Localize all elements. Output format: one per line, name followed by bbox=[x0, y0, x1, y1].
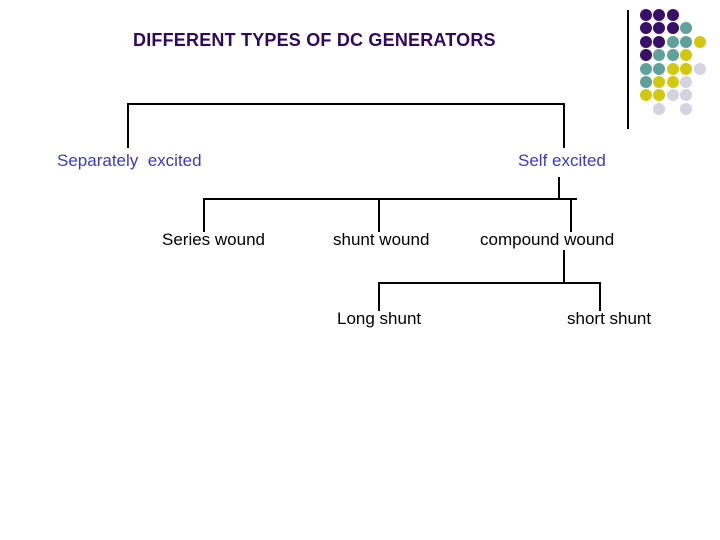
connector-l2-stem bbox=[558, 177, 560, 198]
decor-dot bbox=[680, 102, 693, 115]
decor-dot bbox=[653, 102, 666, 115]
decor-dot bbox=[666, 22, 679, 35]
connector-l1-drop-left bbox=[127, 103, 129, 148]
tree-node-compound-wound: compound wound bbox=[480, 230, 615, 249]
connector-l2-drop-compound bbox=[570, 198, 572, 232]
slide-title: DIFFERENT TYPES OF DC GENERATORS bbox=[133, 30, 496, 50]
decor-dot bbox=[680, 22, 693, 35]
decor-dot bbox=[653, 62, 666, 75]
decor-dot bbox=[680, 76, 693, 88]
decor-dot bbox=[640, 62, 652, 75]
decor-dot bbox=[640, 49, 652, 62]
tree-node-separately-excited: Separately excited bbox=[57, 151, 202, 170]
decor-dot bbox=[640, 22, 652, 35]
decor-dot bbox=[693, 62, 706, 75]
decor-dot bbox=[640, 89, 652, 102]
decor-vertical-rule bbox=[627, 10, 629, 129]
connector-l3-stem bbox=[563, 250, 565, 283]
decor-dot bbox=[640, 9, 652, 21]
decor-dot bbox=[666, 9, 679, 21]
dots-pattern-icon bbox=[640, 9, 720, 119]
connector-l3-drop-long bbox=[378, 282, 380, 311]
decor-dot bbox=[653, 49, 666, 62]
decor-dot bbox=[666, 62, 679, 75]
decor-dot bbox=[680, 49, 693, 62]
decor-dot bbox=[640, 35, 652, 48]
connector-l3-drop-short bbox=[599, 282, 601, 311]
tree-node-self-excited: Self excited bbox=[518, 151, 606, 170]
decor-dot bbox=[653, 76, 666, 88]
decor-dot bbox=[666, 35, 679, 48]
connector-l2-drop-series bbox=[203, 198, 205, 232]
decor-dot bbox=[653, 89, 666, 102]
decor-dot bbox=[680, 89, 693, 102]
decor-dot bbox=[653, 35, 666, 48]
connector-l3-horizontal bbox=[378, 282, 600, 284]
decor-dot bbox=[666, 89, 679, 102]
decor-dot bbox=[666, 76, 679, 88]
decor-dot bbox=[640, 76, 652, 88]
decor-dot bbox=[653, 22, 666, 35]
decor-dot bbox=[666, 49, 679, 62]
connector-l2-horizontal bbox=[203, 198, 577, 200]
tree-node-series-wound: Series wound bbox=[162, 230, 266, 249]
connector-l2-drop-shunt bbox=[378, 198, 380, 232]
tree-node-long-shunt: Long shunt bbox=[337, 309, 422, 328]
decor-dot bbox=[680, 35, 693, 48]
connector-l1-drop-right bbox=[563, 103, 565, 148]
decor-dot bbox=[680, 62, 693, 75]
decor-dot bbox=[693, 35, 706, 48]
tree-node-short-shunt: short shunt bbox=[567, 309, 652, 328]
tree-node-shunt-wound: shunt wound bbox=[333, 230, 430, 249]
connector-l1-horizontal bbox=[127, 103, 564, 105]
decor-dot bbox=[653, 9, 666, 21]
